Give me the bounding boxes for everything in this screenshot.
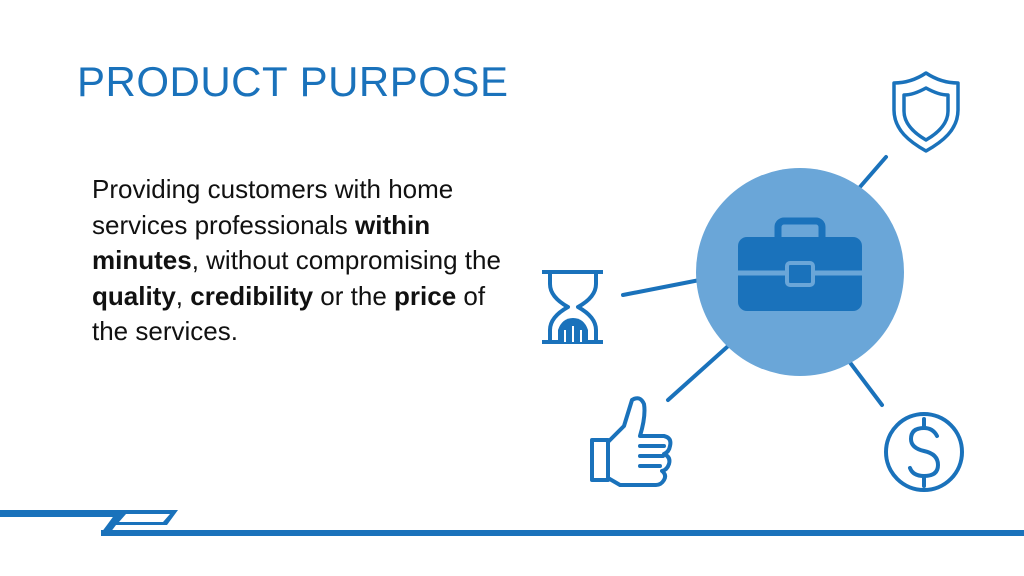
dollar-icon: [884, 412, 964, 492]
statement-text: ,: [175, 280, 191, 311]
shield-icon: [892, 71, 960, 153]
slide-title: PRODUCT PURPOSE: [77, 58, 509, 105]
statement-text: Providing customers with home services p…: [92, 174, 454, 240]
hourglass-icon: [542, 270, 603, 344]
band-segment-right: [101, 530, 1024, 536]
briefcase-icon: [738, 217, 862, 311]
band-parallelogram-inner: [119, 514, 170, 522]
emphasis-credibility: credibility: [190, 280, 314, 311]
emphasis-quality: quality: [92, 280, 176, 311]
statement-text: , without compromising the: [191, 245, 501, 275]
purpose-statement: Providing customers with home services p…: [92, 172, 522, 350]
statement-text: or the: [313, 280, 395, 311]
thumbs-up-icon: [590, 396, 673, 487]
emphasis-price: price: [394, 280, 457, 311]
bottom-band: [0, 510, 1024, 536]
statement-text: of the services.: [92, 280, 486, 347]
band-segment-left: [0, 510, 118, 517]
emphasis-within-minutes: within minutes: [92, 209, 431, 276]
